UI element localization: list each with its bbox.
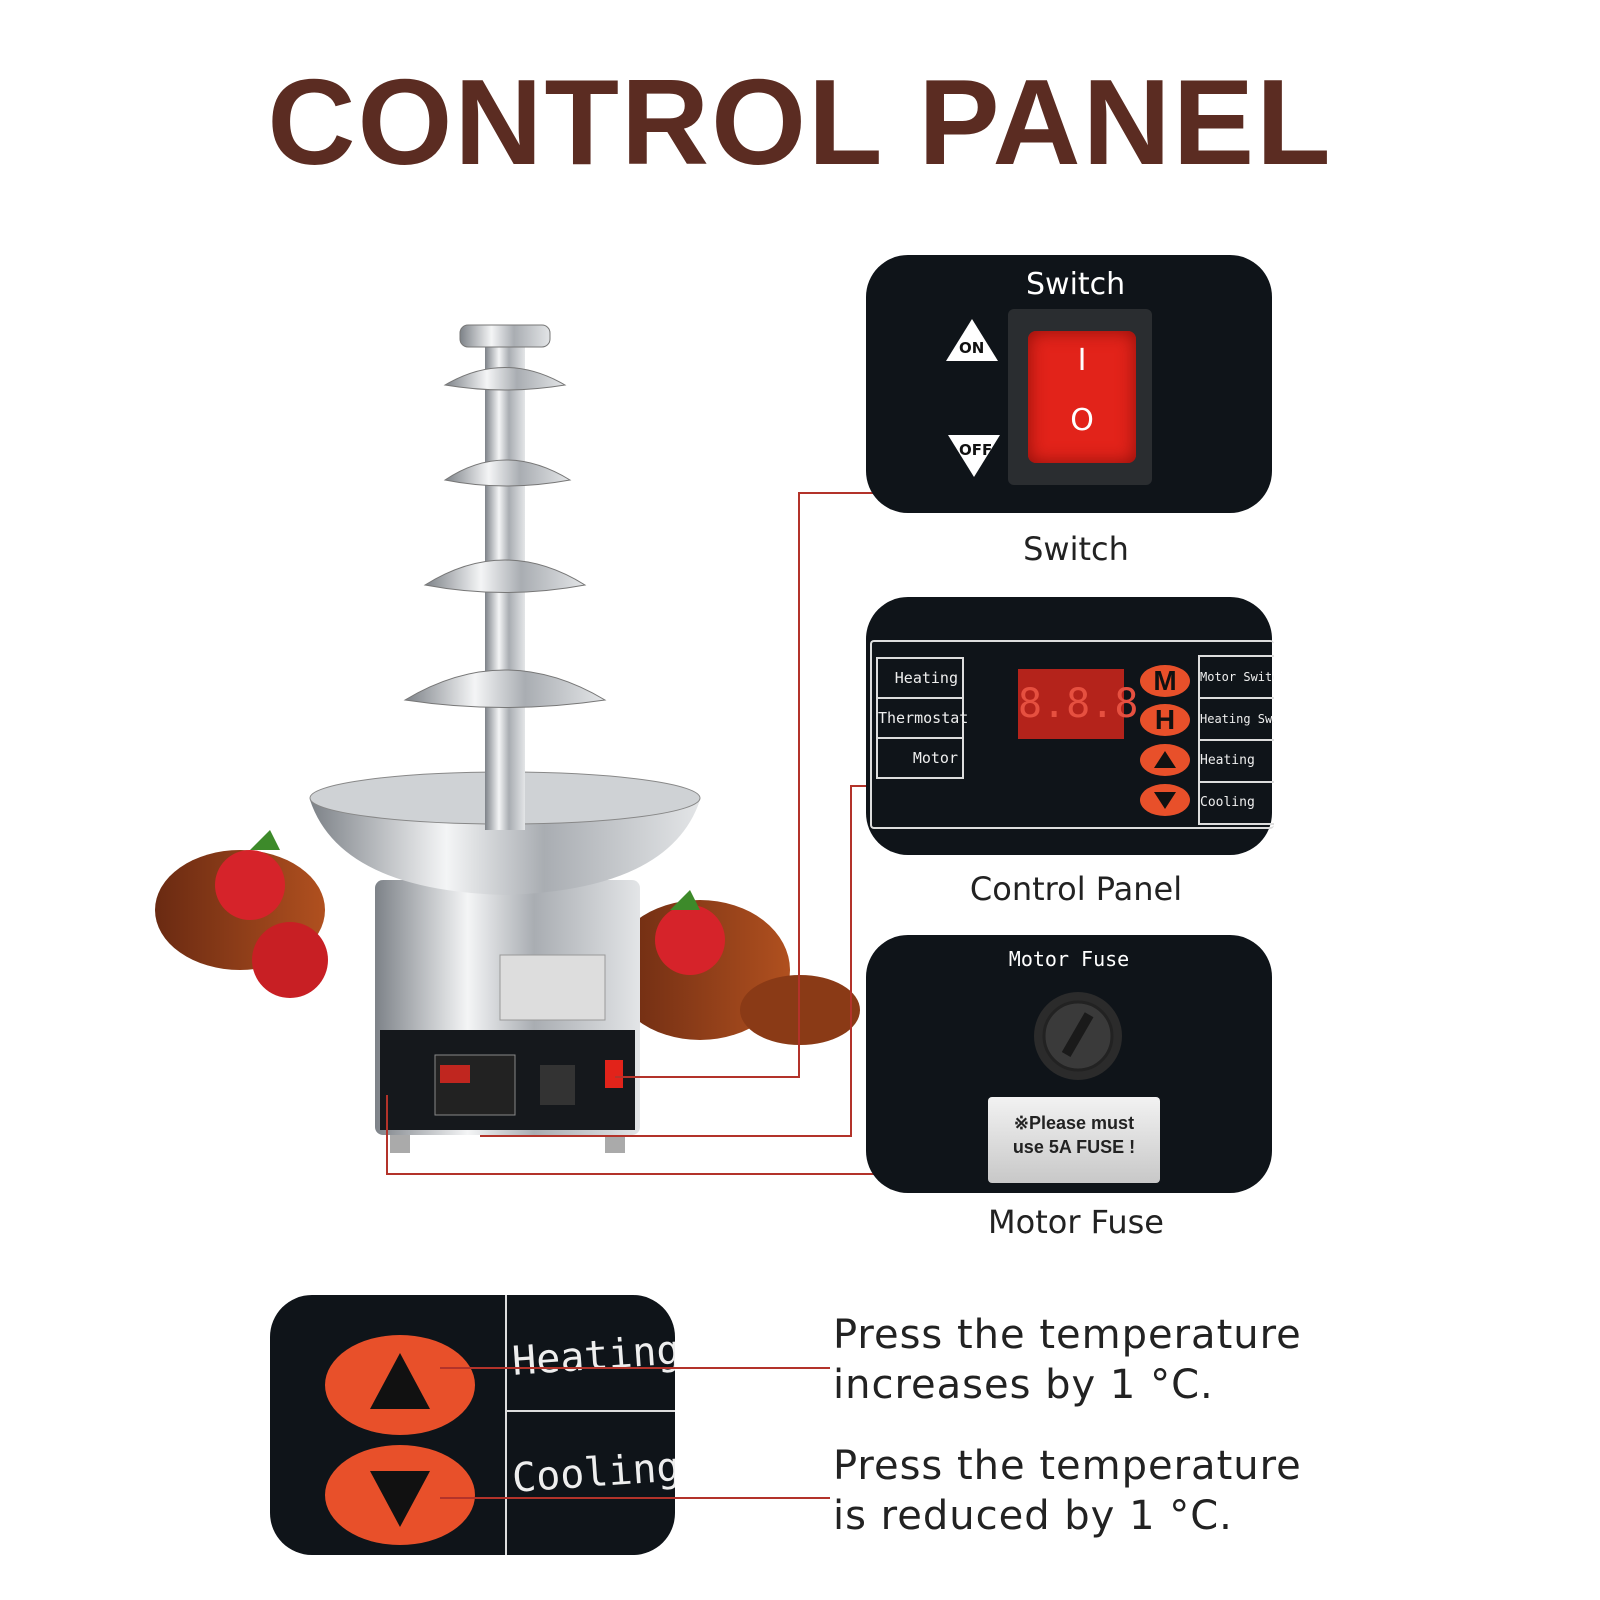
fuse-holder-icon[interactable] <box>1032 990 1124 1082</box>
up-triangle-icon <box>370 1353 430 1409</box>
connector-control-bottom <box>480 1135 852 1137</box>
divider <box>505 1410 675 1412</box>
heating-switch-label: Heating Switch <box>1200 699 1274 741</box>
cooling-label: Cooling <box>1200 795 1255 810</box>
cooling-note: Press the temperature is reduced by 1 °C… <box>833 1441 1302 1541</box>
fuse-warning-line2: use 5A FUSE ! <box>1012 1137 1136 1157</box>
heating-note-line2: increases by 1 °C. <box>833 1362 1214 1408</box>
off-arrow-icon <box>948 435 1000 477</box>
down-triangle-icon <box>1154 792 1176 809</box>
page-title: CONTROL PANEL <box>267 54 1333 190</box>
connector-control <box>850 785 852 1137</box>
on-mark: I <box>1077 343 1087 378</box>
switch-heading: Switch <box>1026 267 1126 302</box>
connector-heating-note <box>440 1367 830 1369</box>
down-triangle-icon <box>370 1471 430 1527</box>
on-label: ON <box>959 339 985 357</box>
heating-switch-button[interactable]: H <box>1140 704 1190 736</box>
motor-fuse-heading: Motor Fuse <box>1008 947 1130 971</box>
cooling-detail-label: Cooling <box>510 1444 675 1502</box>
fuse-warning-label: ※Please must use 5A FUSE ! <box>988 1097 1160 1183</box>
cooling-note-line1: Press the temperature <box>833 1443 1302 1489</box>
connector-fuse-left <box>386 1095 388 1175</box>
status-labels: Heating Thermostat Motor <box>876 657 968 779</box>
motor-fuse-caption: Motor Fuse <box>988 1203 1164 1241</box>
strawberries-decoration <box>155 830 860 1045</box>
heating-indicator-label: Heating <box>878 659 962 699</box>
cooling-down-button[interactable] <box>1140 784 1190 816</box>
off-label: OFF <box>959 441 993 459</box>
heating-detail-label: Heating <box>510 1327 675 1385</box>
panel-frame <box>870 640 1274 829</box>
connector-fuse <box>386 1173 931 1175</box>
heating-cooling-detail: Heating Cooling <box>270 1295 675 1555</box>
switch-caption: Switch <box>1023 530 1129 568</box>
motor-switch-label: Motor Switch <box>1200 657 1274 699</box>
heating-up-button[interactable] <box>1140 744 1190 776</box>
chocolate-fountain-image <box>155 324 860 1153</box>
motor-fuse-panel: Motor Fuse ※Please must use 5A FUSE ! <box>866 935 1272 1193</box>
connector-switch-bottom <box>615 1076 800 1078</box>
motor-indicator-label: Motor <box>912 749 958 767</box>
control-panel: Heating Thermostat Motor 8.8.8 M H Motor… <box>866 597 1274 855</box>
on-arrow-icon <box>946 319 998 361</box>
switch-panel: Switch ON OFF I O <box>866 255 1272 513</box>
divider <box>505 1295 507 1555</box>
motor-button[interactable]: M <box>1140 665 1190 697</box>
heating-note-line1: Press the temperature <box>833 1312 1302 1358</box>
connector-switch <box>798 492 800 1078</box>
control-panel-caption: Control Panel <box>969 870 1183 908</box>
heating-label: Heating <box>1200 741 1274 783</box>
cooling-note-line2: is reduced by 1 °C. <box>833 1493 1233 1539</box>
connector-switch-top <box>798 492 888 494</box>
function-labels: Motor Switch Heating Switch Heating Cool… <box>1198 655 1274 825</box>
up-triangle-icon <box>1154 751 1176 768</box>
off-mark: O <box>1070 403 1094 438</box>
connector-cooling-note <box>440 1497 830 1499</box>
fuse-warning-line1: ※Please must <box>1013 1113 1135 1133</box>
power-rocker-switch[interactable]: I O <box>1028 331 1136 463</box>
cooling-down-button-detail[interactable] <box>325 1445 475 1545</box>
heating-note: Press the temperature increases by 1 °C. <box>833 1310 1302 1410</box>
thermostat-indicator-label: Thermostat <box>878 699 968 739</box>
rocker-housing: I O <box>1008 309 1152 485</box>
temperature-display: 8.8.8 <box>1018 669 1138 739</box>
heating-up-button-detail[interactable] <box>325 1335 475 1435</box>
